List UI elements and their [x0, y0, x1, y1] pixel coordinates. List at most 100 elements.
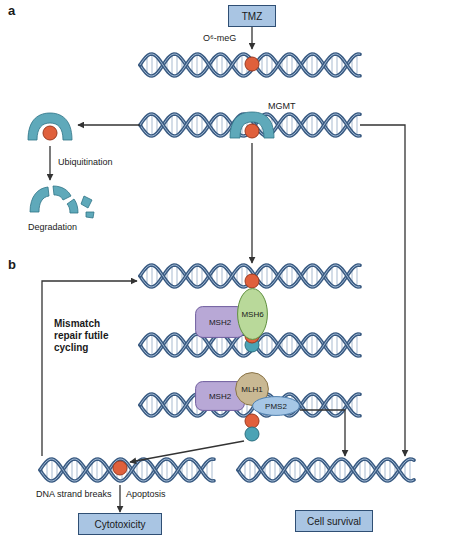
base-pair	[176, 55, 177, 76]
base-pair	[176, 115, 177, 136]
base-pair	[331, 55, 332, 75]
process-label: Degradation	[28, 222, 77, 233]
dna-helix	[140, 54, 360, 76]
base-pair	[196, 54, 197, 76]
base-pair	[331, 266, 332, 286]
outcome-box: Cell survival	[295, 510, 373, 532]
drug-box: TMZ	[228, 5, 276, 27]
base-pair	[364, 459, 365, 481]
base-pair	[196, 265, 197, 287]
methyl-lesion	[245, 274, 259, 288]
released-mgmt	[28, 113, 72, 140]
base-pair	[211, 459, 212, 481]
mismatched-base	[245, 427, 259, 441]
pms2-protein: PMS2	[252, 396, 300, 416]
panel-letter: b	[8, 257, 16, 272]
base-pair	[241, 334, 242, 356]
dna-strand	[238, 459, 414, 481]
flow-arrow	[251, 27, 252, 49]
box-label: Cytotoxicity	[94, 519, 145, 530]
base-pair	[339, 459, 340, 481]
base-pair	[151, 265, 152, 287]
base-pair	[356, 334, 357, 356]
base-pair	[151, 114, 152, 136]
protein-label: MSH2	[209, 392, 231, 401]
base-pair	[76, 460, 77, 481]
box-label: Cell survival	[307, 516, 361, 527]
mgmt-protein	[28, 113, 72, 140]
base-pair	[356, 54, 357, 76]
base-pair	[291, 115, 292, 136]
base-pair	[286, 335, 287, 356]
base-pair	[336, 54, 337, 76]
base-pair	[141, 459, 142, 481]
dna-strand-highlight	[238, 459, 414, 481]
base-pair	[216, 266, 217, 286]
base-pair	[336, 334, 337, 356]
base-pair	[151, 394, 152, 416]
protein-fragment	[86, 212, 94, 218]
methyl-group	[43, 126, 57, 140]
dna-strand-highlight	[40, 459, 214, 481]
base-pair	[241, 54, 242, 76]
base-pair	[336, 394, 337, 416]
dna-strand	[140, 54, 360, 76]
flow-arrows	[42, 27, 405, 512]
protein-fragment	[53, 186, 71, 200]
base-pair	[216, 55, 217, 75]
base-pair	[171, 395, 172, 416]
base-pair	[196, 114, 197, 136]
dna-strand-highlight	[140, 54, 360, 76]
dna-strand	[238, 459, 414, 481]
base-pair	[314, 460, 315, 480]
process-label: DNA strand breaks	[36, 489, 116, 500]
base-pair	[176, 395, 177, 416]
degraded-fragments	[30, 186, 94, 218]
base-pair	[191, 460, 192, 481]
protein-fragment	[81, 196, 92, 208]
base-pair	[221, 114, 222, 136]
base-pair	[151, 54, 152, 76]
dna-helix	[40, 459, 214, 481]
base-pair	[409, 459, 410, 481]
base-pair	[249, 459, 250, 481]
base-pair	[171, 115, 172, 136]
base-pair	[51, 459, 52, 481]
protein-label: PMS2	[265, 402, 287, 411]
base-pair	[216, 335, 217, 355]
protein-shape	[253, 397, 300, 416]
base-pair	[311, 394, 312, 416]
dna-strand-highlight	[40, 459, 214, 481]
base-pair	[311, 265, 312, 287]
protein-fragment	[67, 199, 78, 213]
protein-label: MSH6	[241, 310, 263, 319]
base-pair	[176, 335, 177, 356]
base-pair	[171, 55, 172, 76]
flow-arrow	[49, 146, 50, 180]
base-pair	[171, 335, 172, 356]
base-pair	[241, 265, 242, 287]
feedback-arrow	[42, 281, 137, 456]
base-pair	[356, 114, 357, 136]
base-pair	[311, 114, 312, 136]
base-pair	[286, 115, 287, 136]
process-label: Apoptosis	[126, 489, 166, 500]
base-pair	[266, 265, 267, 287]
base-pair	[291, 266, 292, 287]
base-pair	[384, 460, 385, 481]
base-pair	[331, 115, 332, 135]
protein-fragment	[30, 187, 49, 212]
base-pair	[291, 55, 292, 76]
base-pair	[221, 54, 222, 76]
base-pair	[274, 460, 275, 481]
base-pair	[294, 459, 295, 481]
base-pair	[146, 460, 147, 480]
protein-label: MLH1	[241, 385, 262, 394]
dna-strand	[140, 54, 360, 76]
base-pair	[266, 54, 267, 76]
lesion-label: O⁶-meG	[203, 33, 236, 44]
base-pair	[196, 334, 197, 356]
protein-shape	[196, 307, 245, 338]
base-pair	[311, 334, 312, 356]
